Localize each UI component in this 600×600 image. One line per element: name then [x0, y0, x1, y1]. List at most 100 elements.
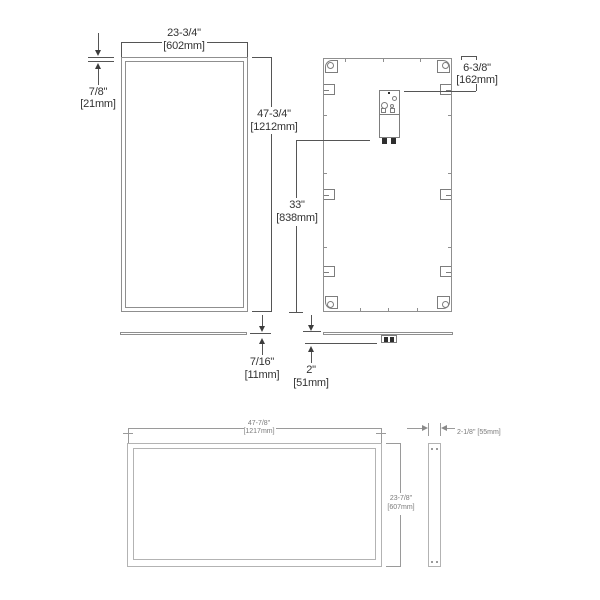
- dim-frame-label-mm: [21mm]: [80, 98, 116, 110]
- dim-thickness-shaft-top: [262, 315, 263, 327]
- dim-front-width-line-left: [121, 42, 162, 43]
- dim-thickness-label-mm: [11mm]: [244, 369, 280, 381]
- dim-side-depth-ext-left: [428, 423, 429, 436]
- dim-mount-span-line-bottom: [296, 226, 297, 313]
- dim-front-height-label-mm: [1212mm]: [250, 121, 298, 133]
- dim-thickness-arrow-down: [259, 326, 265, 332]
- dim-side-depth-ext-right: [440, 423, 441, 436]
- side-profile-front: [120, 332, 247, 335]
- mount-clip-right-1: [440, 84, 451, 95]
- edge-tick: [360, 308, 361, 312]
- edge-tick: [448, 115, 452, 116]
- dim-driver-offset-label-mm: [162mm]: [456, 74, 498, 86]
- dim-frame-arrow-down: [95, 50, 101, 56]
- edge-tick: [448, 247, 452, 248]
- dim-depth-shaft-bottom: [311, 352, 312, 363]
- driver-detail-dot: [388, 92, 390, 94]
- dim-landscape-height-line-bottom: [400, 515, 401, 567]
- corner-bracket-bottom-right: [437, 296, 450, 309]
- landscape-view-inner-frame: [133, 448, 376, 560]
- dim-mount-span-leader: [296, 140, 370, 141]
- mount-clip-right-3: [440, 266, 451, 277]
- edge-tick: [323, 173, 327, 174]
- driver-knockout-small: [392, 96, 397, 101]
- dim-landscape-height-label-in: 23-7/8": [389, 495, 413, 502]
- dim-side-depth-label: 2-1/8" [55mm]: [457, 429, 501, 436]
- driver-terminal-left: [382, 138, 387, 144]
- dim-frame-arrow-shaft-top: [98, 33, 99, 50]
- driver-port-left: [381, 108, 386, 113]
- corner-bracket-top-left: [325, 60, 338, 73]
- dim-landscape-height-ext-bottom: [386, 566, 401, 567]
- dim-mount-span-end-tick: [289, 312, 303, 313]
- dim-landscape-height-line-top: [400, 443, 401, 493]
- front-view-inner-frame: [125, 61, 244, 308]
- dim-thickness-ext: [250, 333, 271, 334]
- dim-depth-shaft-top: [311, 315, 312, 326]
- dim-driver-offset-bracket-tick-l: [461, 56, 462, 60]
- dim-front-width-tick-right: [247, 42, 248, 57]
- dim-side-depth-arrow-left: [441, 425, 447, 431]
- dim-thickness-shaft-bottom: [262, 344, 263, 355]
- edge-tick: [323, 115, 327, 116]
- dim-thickness-label-in: 7/16": [249, 356, 275, 368]
- dim-depth-ext-bottom: [305, 343, 377, 344]
- dim-mount-span-line-top: [296, 140, 297, 198]
- dim-landscape-height-label-mm: [607mm]: [387, 504, 415, 511]
- dim-driver-offset-label-in: 6-3/8": [463, 62, 491, 74]
- dim-front-width-label-in: 23-3/4": [167, 27, 201, 39]
- dim-mount-span-label-mm: [838mm]: [276, 212, 318, 224]
- mount-clip-left-2: [324, 189, 335, 200]
- dim-front-width-tick-left: [121, 42, 122, 57]
- edge-tick: [383, 58, 384, 62]
- side-profile-screw: [431, 561, 433, 563]
- dim-landscape-height-ext-top: [386, 443, 401, 444]
- driver-knockout-mid: [390, 104, 394, 108]
- dim-landscape-width-line-right: [276, 428, 382, 429]
- driver-side-terminal-left: [384, 337, 388, 342]
- driver-divider-line: [379, 114, 400, 115]
- edge-tick: [448, 173, 452, 174]
- dim-landscape-width-tick-left: [128, 428, 129, 443]
- side-profile-vertical: [428, 443, 441, 567]
- driver-port-right: [390, 108, 395, 113]
- dim-front-height-ext-bottom: [252, 311, 272, 312]
- dim-side-depth-arrow-right: [422, 425, 428, 431]
- dim-side-depth-shaft-left: [407, 428, 423, 429]
- edge-tick: [345, 58, 346, 62]
- dim-driver-offset-leader: [404, 91, 476, 92]
- dim-frame-arrow-shaft-bottom: [98, 69, 99, 85]
- mount-clip-right-2: [440, 189, 451, 200]
- dim-landscape-width-line-left: [128, 428, 244, 429]
- side-profile-screw: [436, 561, 438, 563]
- dim-frame-label-in: 7/8": [88, 86, 108, 98]
- side-profile-screw: [431, 448, 433, 450]
- dim-mount-span-label-in: 33": [289, 199, 305, 211]
- dim-landscape-width-cross-left: [123, 433, 133, 434]
- edge-tick: [323, 247, 327, 248]
- dim-front-height-label-in: 47-3/4": [257, 108, 291, 120]
- corner-bracket-top-right: [437, 60, 450, 73]
- dim-front-height-line-bottom: [271, 134, 272, 312]
- dim-driver-offset-bracket: [461, 56, 477, 57]
- dim-side-depth-shaft-right: [447, 428, 455, 429]
- driver-side-profile: [381, 335, 397, 343]
- dim-frame-ext-top: [88, 57, 114, 58]
- dim-front-width-label-mm: [602mm]: [163, 40, 205, 52]
- dim-thickness-arrow-up: [259, 338, 265, 344]
- driver-side-terminal-right: [390, 337, 394, 342]
- dim-driver-offset-bracket-tick-r: [476, 56, 477, 60]
- dim-depth-label-in: 2": [306, 364, 316, 376]
- dim-depth-arrow-down: [308, 325, 314, 331]
- dim-landscape-width-cross-right: [376, 433, 386, 434]
- edge-tick: [420, 58, 421, 62]
- mount-clip-left-3: [324, 266, 335, 277]
- side-profile-back: [323, 332, 453, 335]
- corner-bracket-bottom-left: [325, 296, 338, 309]
- side-profile-screw: [436, 448, 438, 450]
- dim-front-width-line-right: [207, 42, 248, 43]
- dim-depth-arrow-up: [308, 346, 314, 352]
- dim-depth-label-mm: [51mm]: [293, 377, 329, 389]
- dim-landscape-width-tick-right: [381, 428, 382, 443]
